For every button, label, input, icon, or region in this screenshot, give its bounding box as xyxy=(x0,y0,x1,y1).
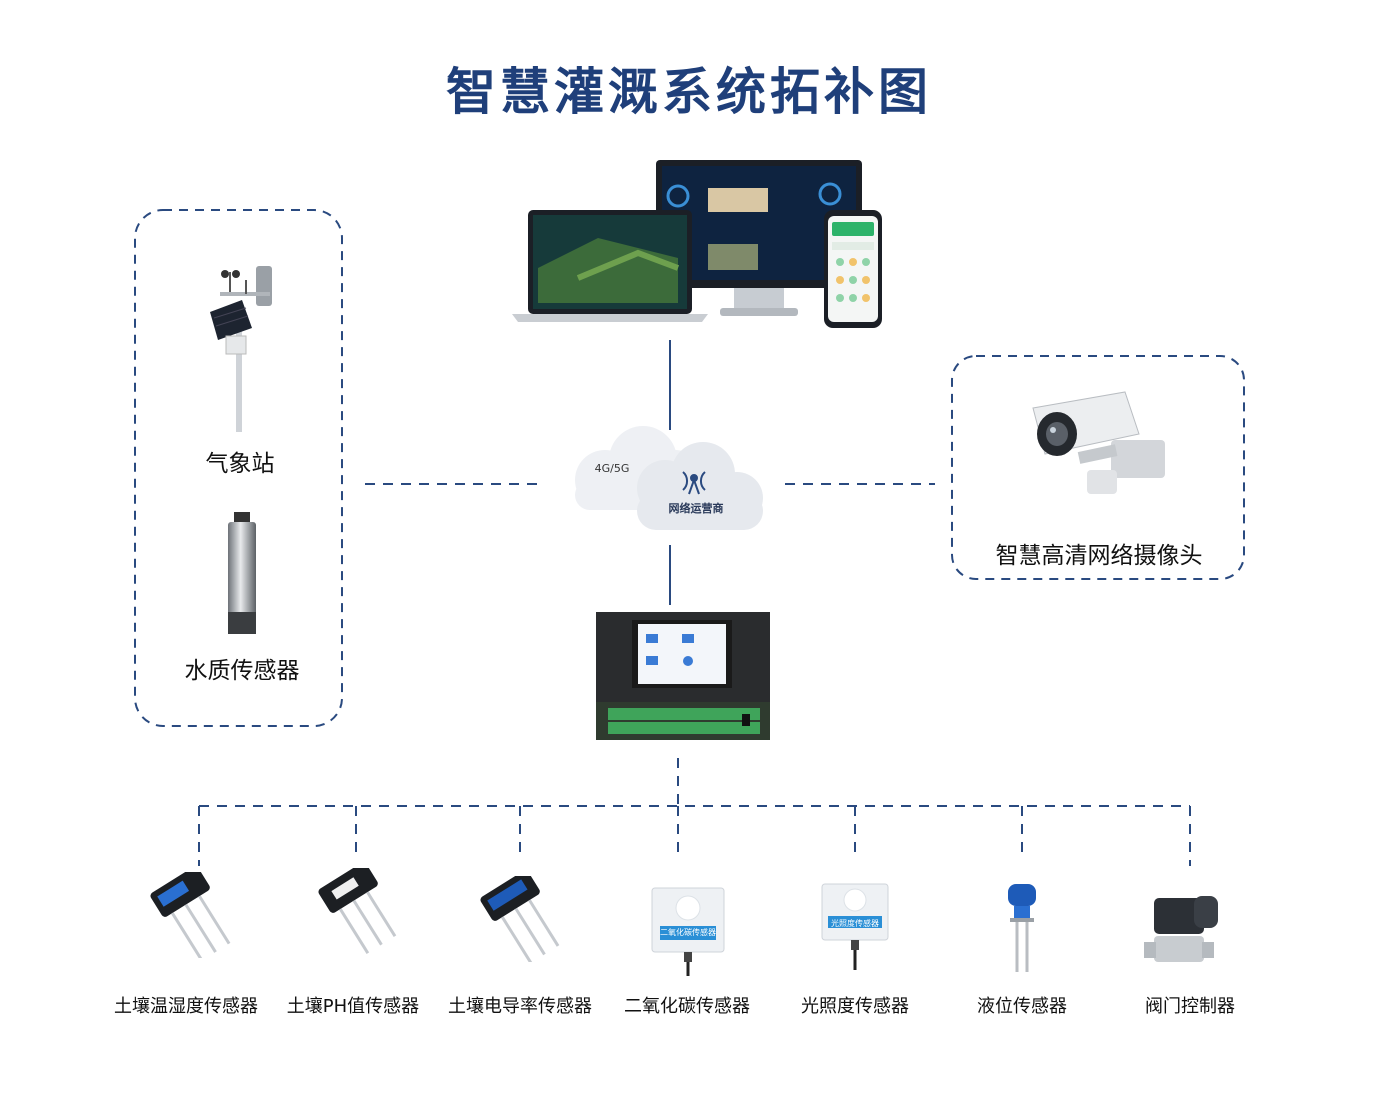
sensor-label-liquid-level: 液位传感器 xyxy=(977,996,1067,1017)
cloud-main-label: 网络运营商 xyxy=(668,502,724,515)
water-quality-sensor-icon xyxy=(228,512,256,634)
liquid-level-sensor-icon xyxy=(1008,884,1036,972)
sensor-label-valve: 阀门控制器 xyxy=(1145,996,1235,1017)
co2-device-text: 二氧化碳传感器 xyxy=(660,928,716,937)
cloud-network-icon xyxy=(575,426,763,530)
cloud-small-label: 4G/5G xyxy=(594,462,630,475)
co2-sensor-icon xyxy=(651,887,725,976)
antenna-icon xyxy=(682,471,706,495)
valve-controller-icon xyxy=(1144,896,1218,962)
light-device-text: 光照度传感器 xyxy=(831,919,879,928)
sensor-label-co2: 二氧化碳传感器 xyxy=(624,996,750,1017)
left-group-box xyxy=(134,209,343,727)
camera-label: 智慧高清网络摄像头 xyxy=(995,543,1203,569)
soil-temp-humidity-sensor-icon xyxy=(150,872,231,958)
water-quality-label: 水质传感器 xyxy=(184,658,300,684)
sensor-label-soil-conductivity: 土壤电导率传感器 xyxy=(448,996,592,1017)
client-devices-icon xyxy=(512,160,882,328)
right-group-box xyxy=(951,355,1245,580)
weather-station-icon xyxy=(210,266,272,432)
camera-icon xyxy=(1032,391,1165,494)
page-title: 智慧灌溉系统拓补图 xyxy=(446,63,932,121)
soil-ph-sensor-icon xyxy=(318,868,397,954)
weather-station-label: 气象站 xyxy=(205,451,275,477)
light-sensor-icon xyxy=(821,883,889,970)
sensor-label-light: 光照度传感器 xyxy=(801,996,909,1017)
sensor-label-soil-temp-humidity: 土壤温湿度传感器 xyxy=(114,996,258,1017)
sensor-label-soil-ph: 土壤PH值传感器 xyxy=(286,996,420,1017)
controller-device-icon xyxy=(596,612,770,740)
soil-conductivity-sensor-icon xyxy=(480,876,560,962)
